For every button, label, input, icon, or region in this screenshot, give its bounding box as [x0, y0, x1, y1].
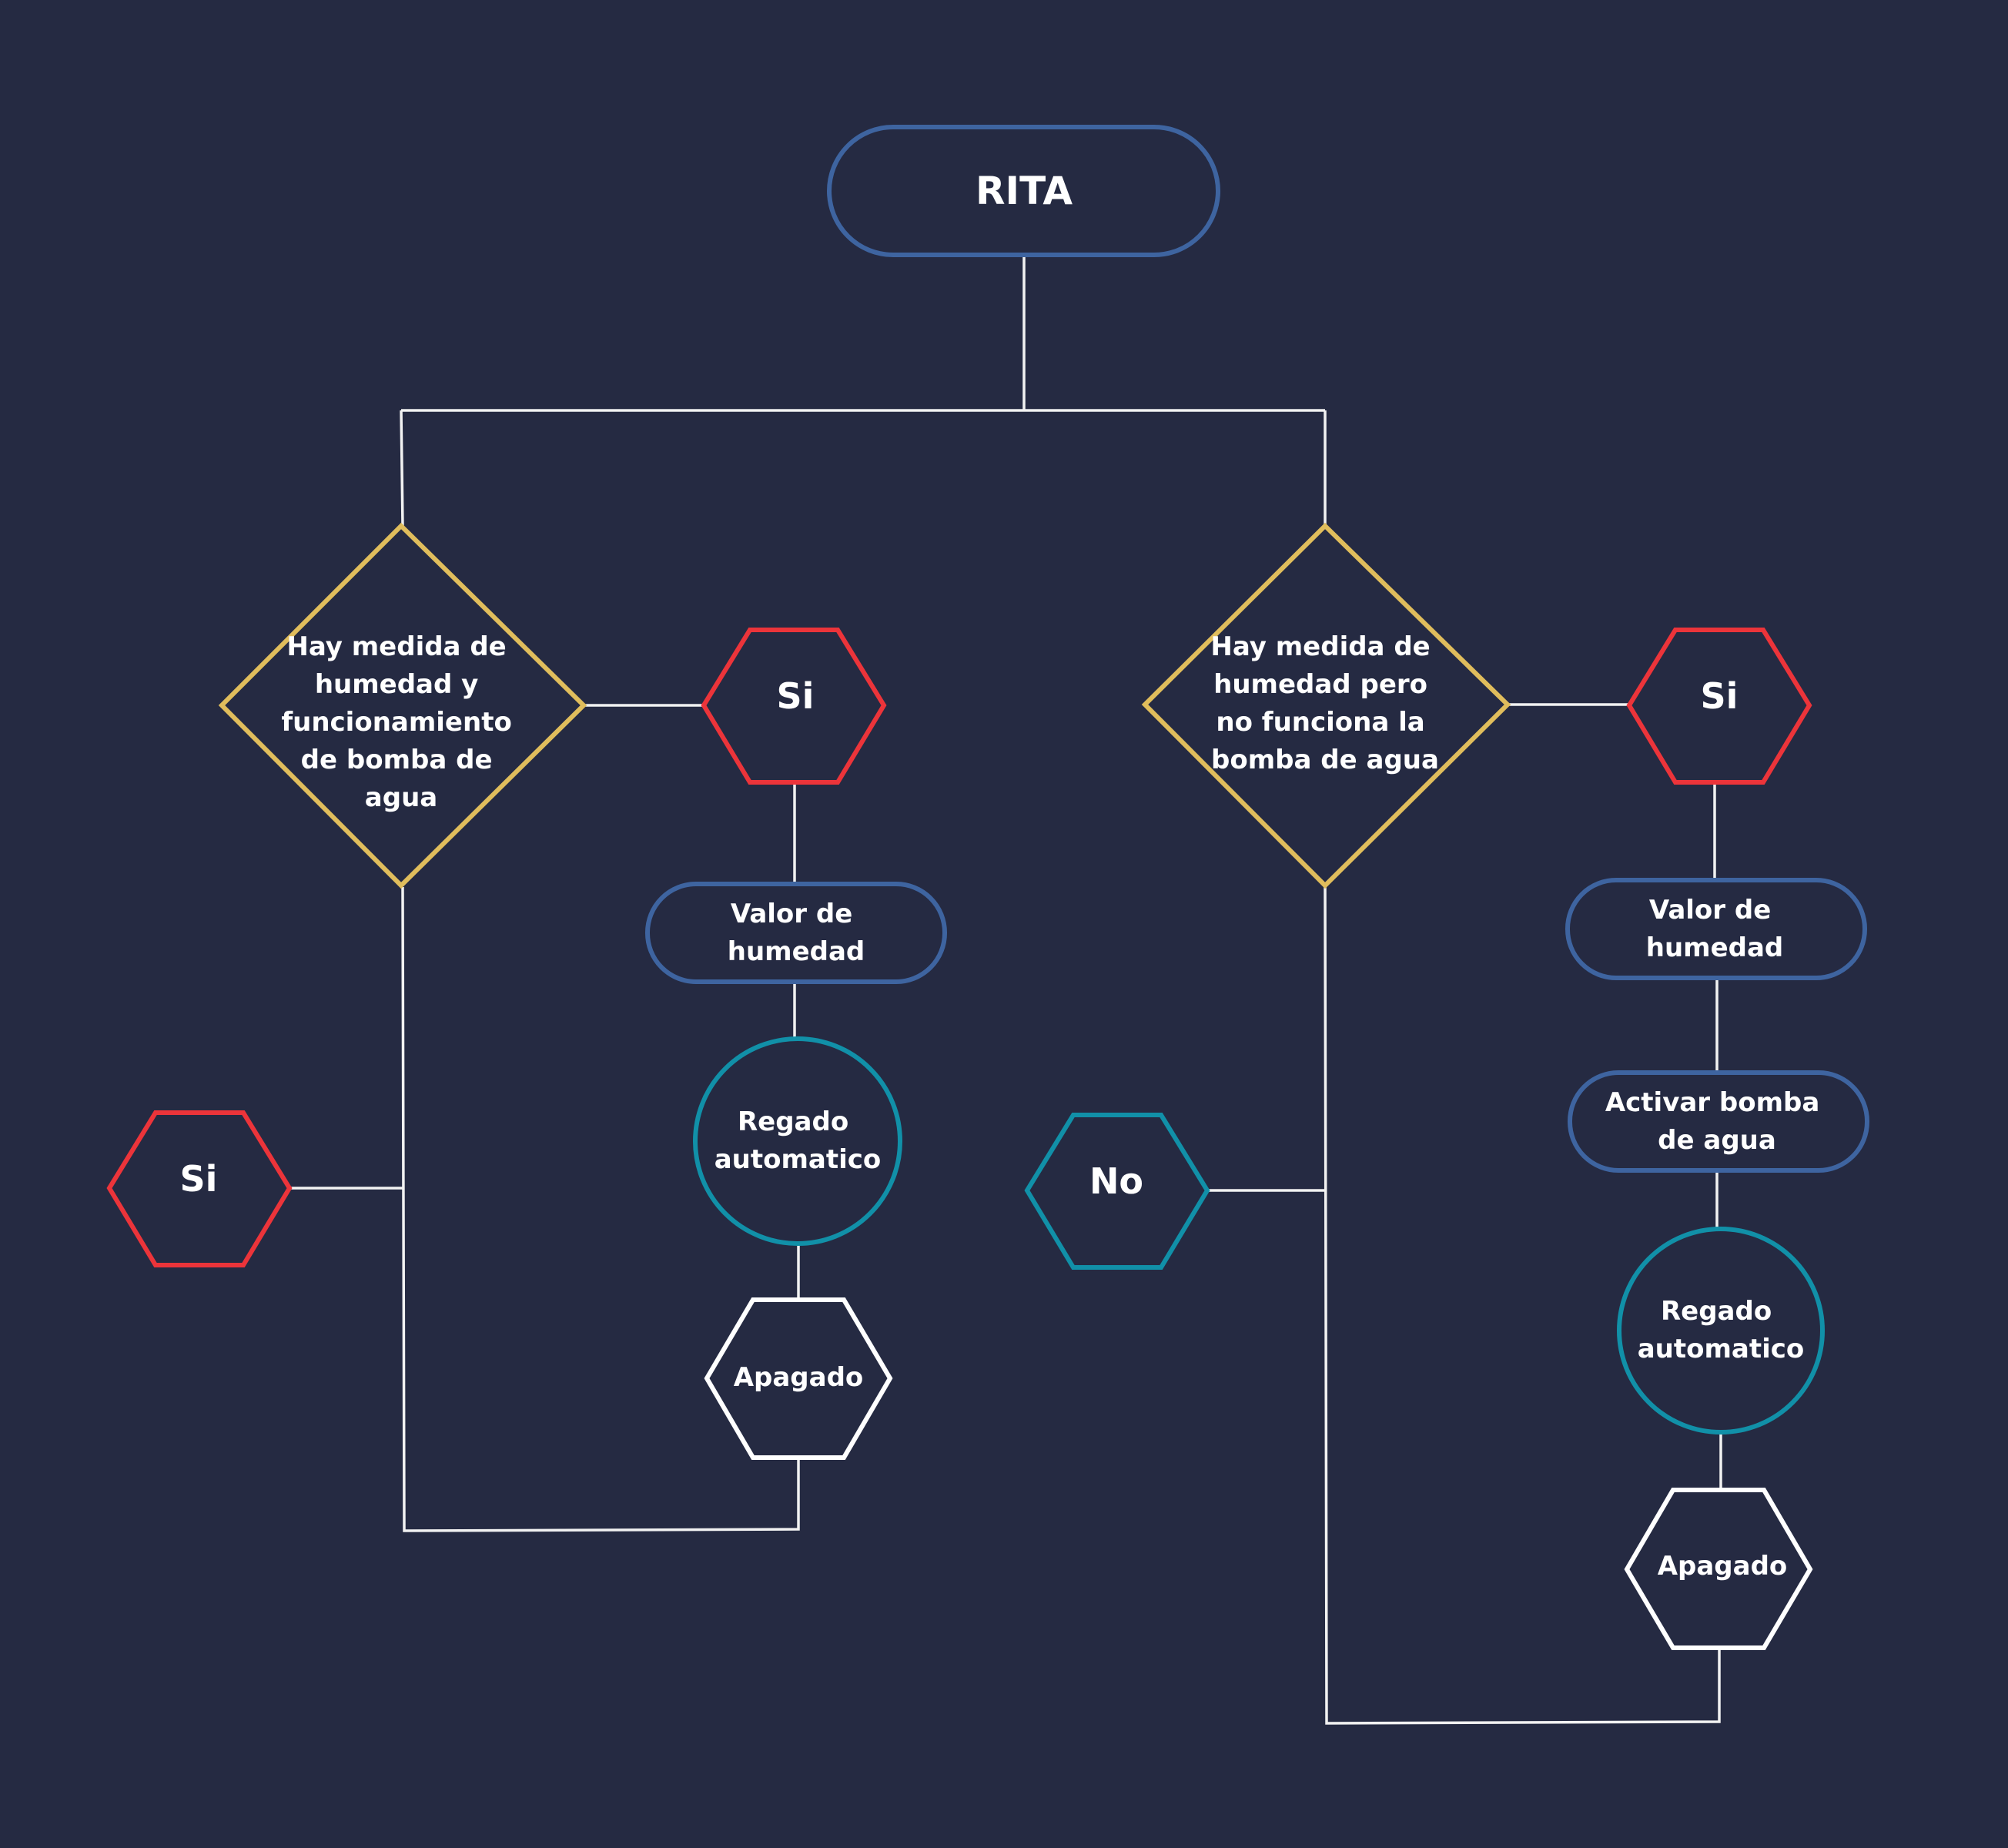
- decision-right-label: Hay medida de humedad pero no funciona l…: [1210, 631, 1439, 775]
- humidity-left-node: Valor de humedad: [645, 882, 947, 984]
- decision-left-diamond: [218, 522, 587, 889]
- decision-right-line: bomba de agua: [1211, 745, 1439, 775]
- off-left-label: Apagado: [734, 1362, 864, 1393]
- off-left-hexagon: [704, 1297, 893, 1460]
- edge-right-return-loop: [1324, 886, 1721, 1725]
- root-terminal-shape: [827, 125, 1220, 257]
- activate-pump-shape: [1568, 1070, 1869, 1173]
- off-right-hexagon: [1624, 1488, 1813, 1650]
- decision-right-line: humedad pero: [1213, 669, 1427, 700]
- root-node: RITA: [827, 125, 1220, 257]
- activate-pump-line: de agua: [1658, 1125, 1776, 1156]
- no-label: No: [1089, 1160, 1143, 1202]
- edge-bar-to-left-decision: [400, 410, 404, 527]
- yes-far-left-node: Si: [106, 1110, 293, 1267]
- yes-left-node: Si: [701, 628, 887, 785]
- yes-right-label: Si: [1701, 675, 1739, 717]
- humidity-left-line: humedad: [728, 936, 865, 967]
- humidity-left-label: Valor de humedad: [728, 899, 865, 967]
- activate-pump-node: Activar bomba de agua: [1568, 1070, 1869, 1173]
- decision-left-line: funcionamiento: [281, 707, 511, 738]
- yes-far-left-label: Si: [180, 1158, 218, 1200]
- off-right-label: Apagado: [1658, 1551, 1788, 1582]
- decision-left-line: agua: [365, 782, 437, 813]
- decision-left-line: humedad y: [315, 669, 479, 700]
- activate-pump-line: Activar bomba: [1605, 1087, 1820, 1118]
- yes-far-left-hexagon: [106, 1110, 293, 1267]
- irrigation-left-node: Regado automatico: [693, 1036, 902, 1246]
- yes-right-hexagon: [1626, 628, 1812, 785]
- decision-right: Hay medida de humedad pero no funciona l…: [1141, 522, 1511, 889]
- root-label: RITA: [976, 169, 1073, 213]
- yes-left-hexagon: [701, 628, 887, 785]
- irrigation-left-circle: [693, 1036, 902, 1246]
- humidity-left-shape: [645, 882, 947, 984]
- irrigation-right-circle: [1617, 1227, 1825, 1435]
- off-right-node: Apagado: [1624, 1488, 1813, 1650]
- decision-right-line: no funciona la: [1216, 707, 1424, 738]
- decision-left: Hay medida de humedad y funcionamiento d…: [218, 522, 587, 889]
- humidity-right-node: Valor de humedad: [1565, 878, 1867, 980]
- connector-lines: [291, 256, 1722, 1725]
- irrigation-left-line: Regado: [738, 1106, 848, 1137]
- decision-left-line: de bomba de: [301, 745, 493, 775]
- irrigation-right-label: Regado automatico: [1638, 1296, 1805, 1364]
- humidity-right-line: humedad: [1646, 932, 1784, 963]
- off-left-node: Apagado: [704, 1297, 893, 1460]
- decision-left-label: Hay medida de humedad y funcionamiento d…: [281, 631, 520, 813]
- irrigation-left-label: Regado automatico: [715, 1106, 882, 1175]
- irrigation-right-line: automatico: [1638, 1334, 1805, 1364]
- no-node: No: [1024, 1113, 1210, 1270]
- irrigation-right-node: Regado automatico: [1617, 1227, 1825, 1435]
- humidity-right-line: Valor de: [1649, 895, 1771, 926]
- humidity-right-shape: [1565, 878, 1867, 980]
- irrigation-left-line: automatico: [715, 1144, 882, 1175]
- humidity-left-line: Valor de: [731, 899, 852, 929]
- irrigation-right-line: Regado: [1661, 1296, 1772, 1327]
- humidity-right-label: Valor de humedad: [1646, 895, 1784, 963]
- decision-left-line: Hay medida de: [286, 631, 506, 662]
- no-hexagon: [1024, 1113, 1210, 1270]
- decision-right-diamond: [1141, 522, 1511, 889]
- yes-right-node: Si: [1626, 628, 1812, 785]
- activate-pump-label: Activar bomba de agua: [1605, 1087, 1829, 1156]
- decision-right-line: Hay medida de: [1210, 631, 1430, 662]
- edge-left-return-loop: [401, 886, 800, 1532]
- yes-left-label: Si: [777, 675, 815, 717]
